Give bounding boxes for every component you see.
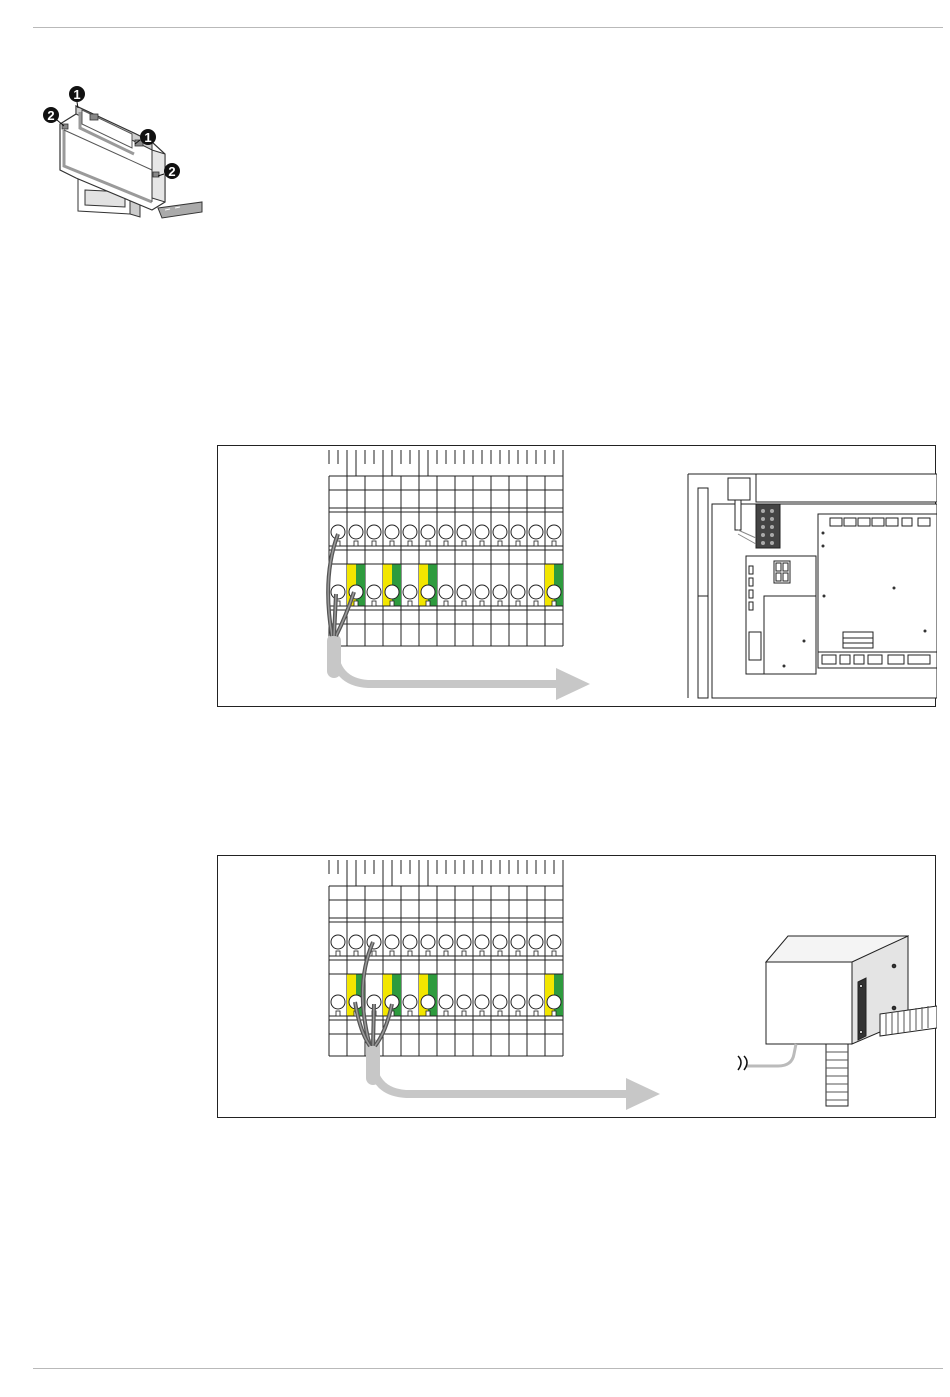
wiring-diagram-controller <box>218 446 937 708</box>
terminal-callouts: 1 1 2 2 <box>40 84 220 234</box>
wiring-figure-junction-box <box>217 855 936 1118</box>
footer-rule <box>33 1368 943 1369</box>
svg-text:2: 2 <box>47 108 54 123</box>
callout-1b: 1 <box>135 129 156 145</box>
terminal-strip <box>329 450 563 646</box>
controller-cabinet <box>688 474 937 698</box>
terminal-block-figure: 1 1 2 2 <box>40 84 220 234</box>
callout-1a: 1 <box>69 86 85 108</box>
svg-text:1: 1 <box>144 130 151 145</box>
direction-arrow <box>368 1056 660 1110</box>
svg-text:1: 1 <box>73 87 80 102</box>
wiring-diagram-junction-box <box>218 856 937 1119</box>
wiring-figure-controller <box>217 445 936 707</box>
callout-2b: 2 <box>158 163 180 179</box>
callout-2a: 2 <box>43 107 64 126</box>
svg-text:2: 2 <box>168 164 175 179</box>
direction-arrow <box>330 646 590 700</box>
junction-box <box>738 936 937 1106</box>
header-rule <box>33 27 943 28</box>
